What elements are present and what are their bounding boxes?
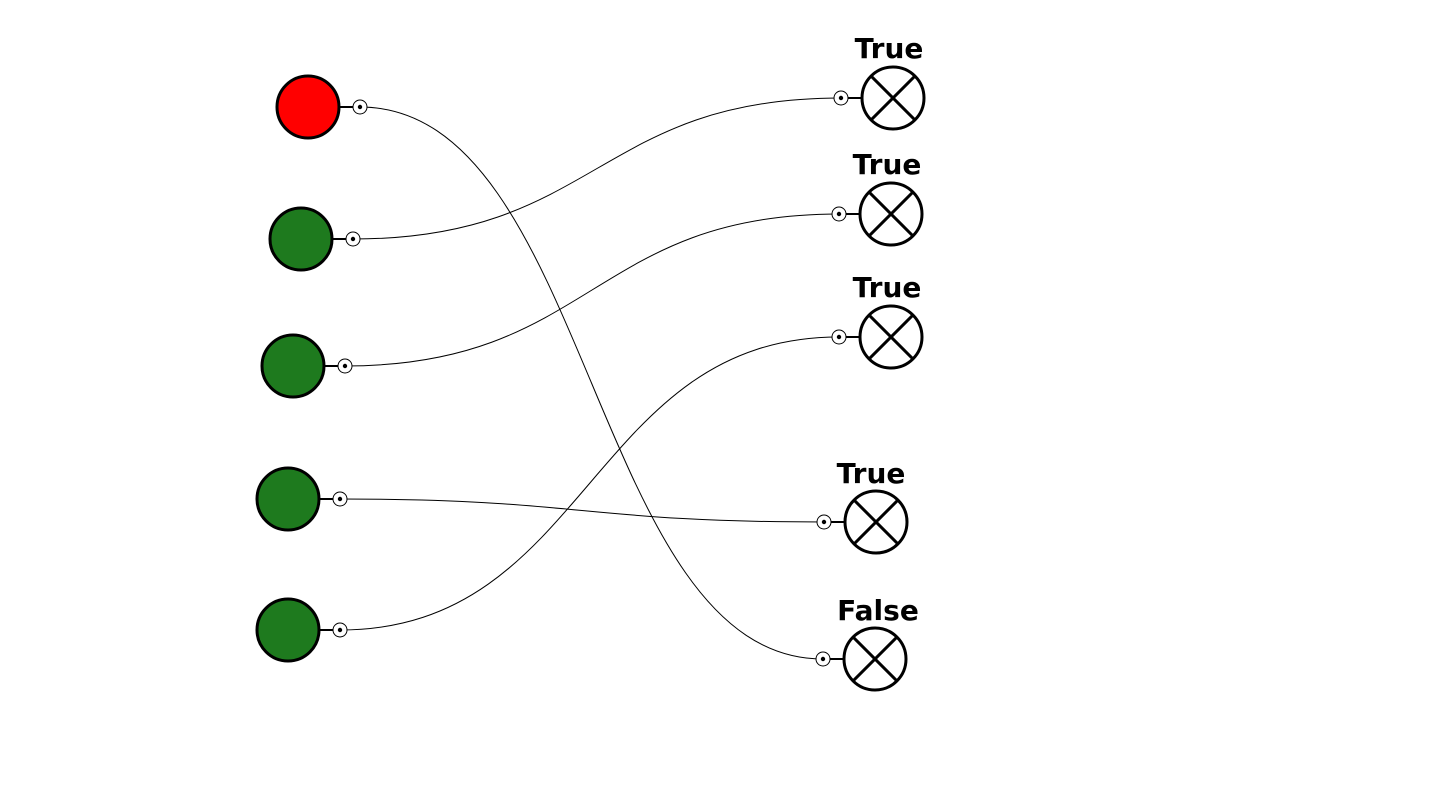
sources-layer: [255, 74, 368, 663]
source-5[interactable]: [255, 597, 348, 663]
lamp-3-label: True: [853, 271, 922, 304]
lamp-cross-line: [853, 499, 899, 545]
lamp-4-terminal[interactable]: [816, 514, 832, 530]
lamp-2-terminal[interactable]: [831, 206, 847, 222]
source-1[interactable]: [275, 74, 368, 140]
lamp-cross-line: [870, 75, 916, 121]
lamp-3: True: [831, 271, 924, 370]
lamp-4: True: [816, 457, 909, 555]
lamp-1: True: [833, 32, 926, 131]
lamp-5-label: False: [837, 594, 919, 627]
lamp-2-label: True: [853, 148, 922, 181]
source-2-indicator[interactable]: [268, 206, 334, 272]
wire-3-to-lamp-2: [344, 213, 840, 367]
source-3-terminal[interactable]: [337, 358, 353, 374]
terminal-dot: [342, 363, 348, 369]
source-1-indicator[interactable]: [275, 74, 341, 140]
terminal-dot: [820, 656, 826, 662]
source-2[interactable]: [268, 206, 361, 272]
source-5-indicator[interactable]: [255, 597, 321, 663]
terminal-dot: [357, 104, 363, 110]
lamp-cross-line: [868, 191, 914, 237]
source-3-indicator[interactable]: [260, 333, 326, 399]
lamp-2: True: [831, 148, 924, 247]
wire-4-to-lamp-4: [339, 498, 825, 523]
lamp-1-label: True: [855, 32, 924, 65]
source-4-indicator[interactable]: [255, 466, 321, 532]
lamp-cross-line: [868, 314, 914, 360]
terminal-dot: [821, 519, 827, 525]
source-4[interactable]: [255, 466, 348, 532]
wire-1-to-lamp-5: [359, 106, 824, 660]
wire-2-to-lamp-1: [352, 97, 842, 240]
lamp-3-terminal[interactable]: [831, 329, 847, 345]
lamp-1-terminal[interactable]: [833, 90, 849, 106]
source-4-terminal[interactable]: [332, 491, 348, 507]
source-1-terminal[interactable]: [352, 99, 368, 115]
terminal-dot: [836, 334, 842, 340]
terminal-dot: [350, 236, 356, 242]
source-3[interactable]: [260, 333, 353, 399]
terminal-dot: [337, 496, 343, 502]
source-5-terminal[interactable]: [332, 622, 348, 638]
wires-layer: [339, 97, 842, 660]
wire-5-to-lamp-3: [339, 336, 840, 631]
lamp-5: False: [815, 594, 919, 692]
lamp-5-terminal[interactable]: [815, 651, 831, 667]
lamp-cross-line: [852, 636, 898, 682]
terminal-dot: [337, 627, 343, 633]
terminal-dot: [838, 95, 844, 101]
lamp-4-label: True: [837, 457, 906, 490]
source-2-terminal[interactable]: [345, 231, 361, 247]
terminal-dot: [836, 211, 842, 217]
